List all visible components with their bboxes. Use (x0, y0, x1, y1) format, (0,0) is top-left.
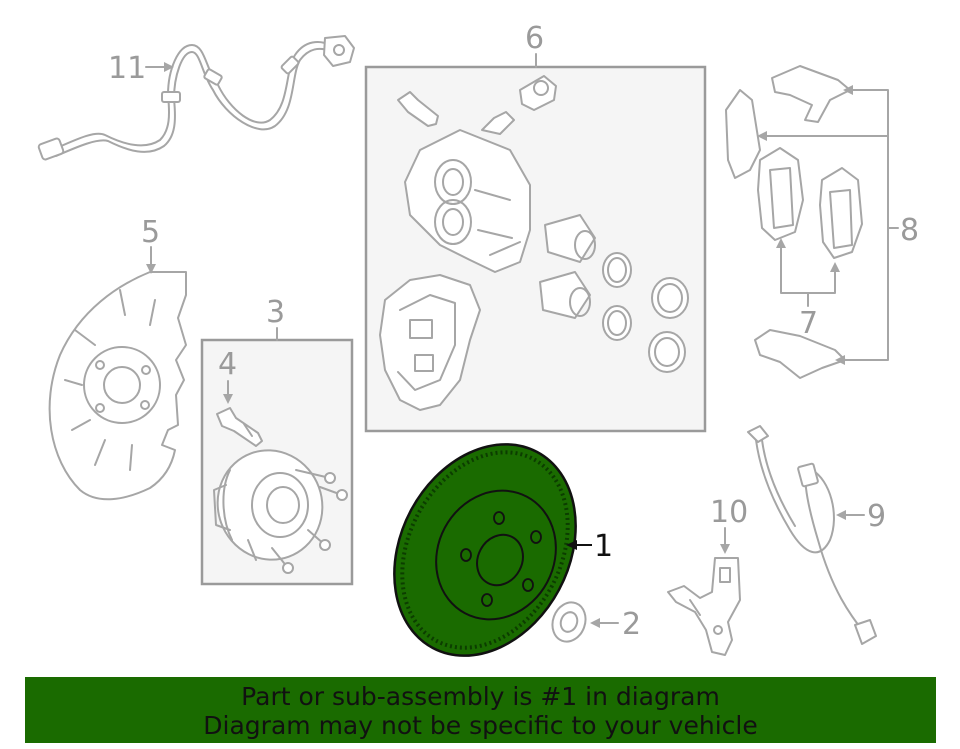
leader-9 (836, 510, 865, 520)
leader-1 (566, 540, 592, 550)
dust-shield-part[interactable] (48, 271, 187, 501)
leader-7 (776, 238, 840, 307)
leader-2 (590, 618, 619, 628)
brake-rotor-part[interactable] (359, 413, 612, 688)
callout-8: 8 (900, 213, 919, 248)
info-banner: Part or sub-assembly is #1 in diagram Di… (25, 677, 936, 743)
callout-10: 10 (710, 495, 748, 530)
callout-4: 4 (218, 347, 237, 382)
bracket-part[interactable] (667, 557, 741, 656)
leader-11 (145, 62, 174, 72)
banner-line-disclaimer: Diagram may not be specific to your vehi… (203, 711, 758, 740)
hub-part[interactable] (202, 436, 348, 575)
brake-hose-part[interactable] (747, 425, 877, 645)
callout-3: 3 (266, 295, 285, 330)
callout-2: 2 (622, 607, 641, 642)
callout-7: 7 (799, 306, 818, 341)
leader-10 (720, 527, 730, 554)
caliper-part[interactable] (379, 75, 689, 411)
callout-9: 9 (867, 499, 886, 534)
pad-hardware-part[interactable] (725, 65, 851, 379)
wheel-stud-part[interactable] (216, 407, 263, 447)
banner-line-part: Part or sub-assembly is #1 in diagram (241, 682, 720, 711)
callout-6: 6 (525, 21, 544, 56)
leader-4 (223, 380, 233, 404)
callout-5: 5 (141, 215, 160, 250)
leader-8 (757, 85, 899, 365)
washer-part[interactable] (547, 598, 591, 647)
callout-11: 11 (108, 51, 146, 86)
leader-5 (146, 246, 156, 274)
callout-1: 1 (594, 529, 613, 564)
abs-sensor-part[interactable] (37, 35, 355, 161)
brake-pads-part[interactable] (757, 147, 863, 259)
